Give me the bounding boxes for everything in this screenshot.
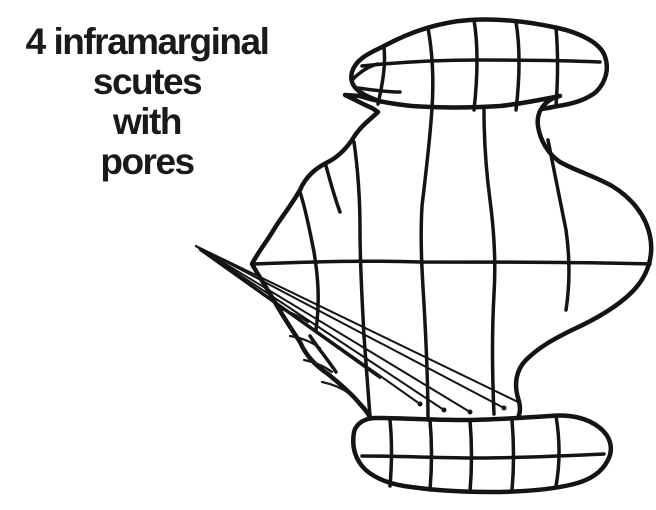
lower-seam-4: [512, 420, 514, 490]
lower-seam-1: [390, 420, 392, 486]
plastron-midline: [254, 261, 650, 264]
upper-bridge-strip: [351, 19, 607, 112]
lower-seam-3: [470, 420, 472, 492]
lower-seam-2: [430, 420, 432, 490]
upper-seam-5: [556, 28, 558, 106]
